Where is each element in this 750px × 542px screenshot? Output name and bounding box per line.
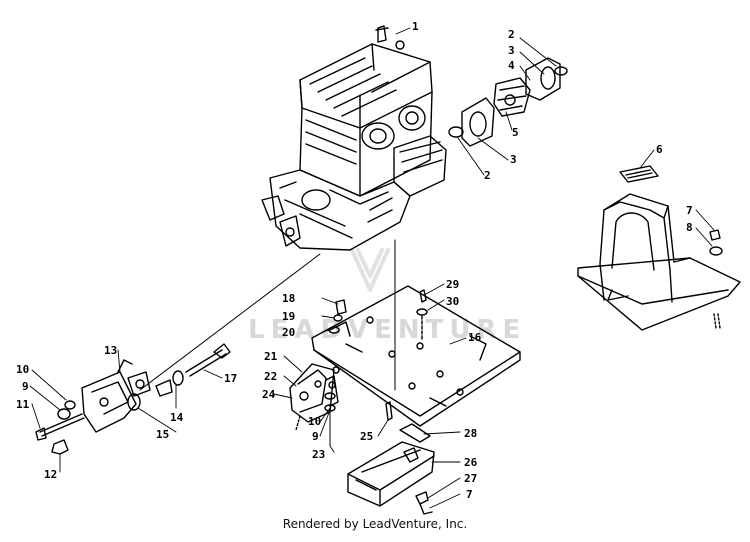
callout-10-left: 10 — [16, 363, 29, 376]
engine-mount — [577, 165, 741, 331]
engine-assembly — [261, 25, 447, 391]
rubber-mount — [347, 423, 435, 515]
callout-21: 21 — [264, 350, 278, 363]
mount-rod — [139, 253, 321, 391]
leader-lines — [29, 27, 715, 509]
callout-2-bottom: 2 — [484, 169, 491, 182]
callout-26: 26 — [464, 456, 478, 469]
clutch-assembly — [448, 57, 568, 147]
callout-28: 28 — [464, 427, 477, 440]
callout-3-bottom: 3 — [510, 153, 517, 166]
callout-15: 15 — [156, 428, 169, 441]
callout-16: 16 — [468, 331, 482, 344]
callout-7-bottom: 7 — [466, 488, 473, 501]
callout-27: 27 — [464, 472, 477, 485]
callout-9-right: 9 — [312, 430, 319, 443]
callout-3-top: 3 — [508, 44, 515, 57]
callout-12: 12 — [44, 468, 57, 481]
callout-13: 13 — [104, 344, 117, 357]
callout-11: 11 — [16, 398, 30, 411]
callout-25: 25 — [360, 430, 373, 443]
callout-labels: 1 2 3 4 5 3 2 6 7 8 29 30 18 19 20 16 13… — [16, 20, 693, 501]
mount-plate — [311, 285, 521, 427]
callout-17: 17 — [224, 372, 237, 385]
watermark: LEADVENTURE — [248, 248, 526, 345]
callout-24: 24 — [262, 388, 276, 401]
callout-10-right: 10 — [308, 415, 321, 428]
callout-6: 6 — [656, 143, 663, 156]
callout-7-top: 7 — [686, 204, 693, 217]
callout-5: 5 — [512, 126, 519, 139]
front-bracket — [35, 343, 231, 455]
callout-18: 18 — [282, 292, 295, 305]
callout-1: 1 — [412, 20, 419, 33]
callout-8: 8 — [686, 221, 693, 234]
callout-2-top: 2 — [508, 28, 515, 41]
callout-20: 20 — [282, 326, 295, 339]
callout-29: 29 — [446, 278, 459, 291]
callout-9-left: 9 — [22, 380, 29, 393]
callout-22: 22 — [264, 370, 277, 383]
callout-4: 4 — [508, 59, 515, 72]
watermark-text: LEADVENTURE — [248, 315, 526, 345]
callout-19: 19 — [282, 310, 295, 323]
callout-23: 23 — [312, 448, 325, 461]
render-credit: Rendered by LeadVenture, Inc. — [282, 517, 468, 531]
callout-14: 14 — [170, 411, 184, 424]
callout-30: 30 — [446, 295, 459, 308]
